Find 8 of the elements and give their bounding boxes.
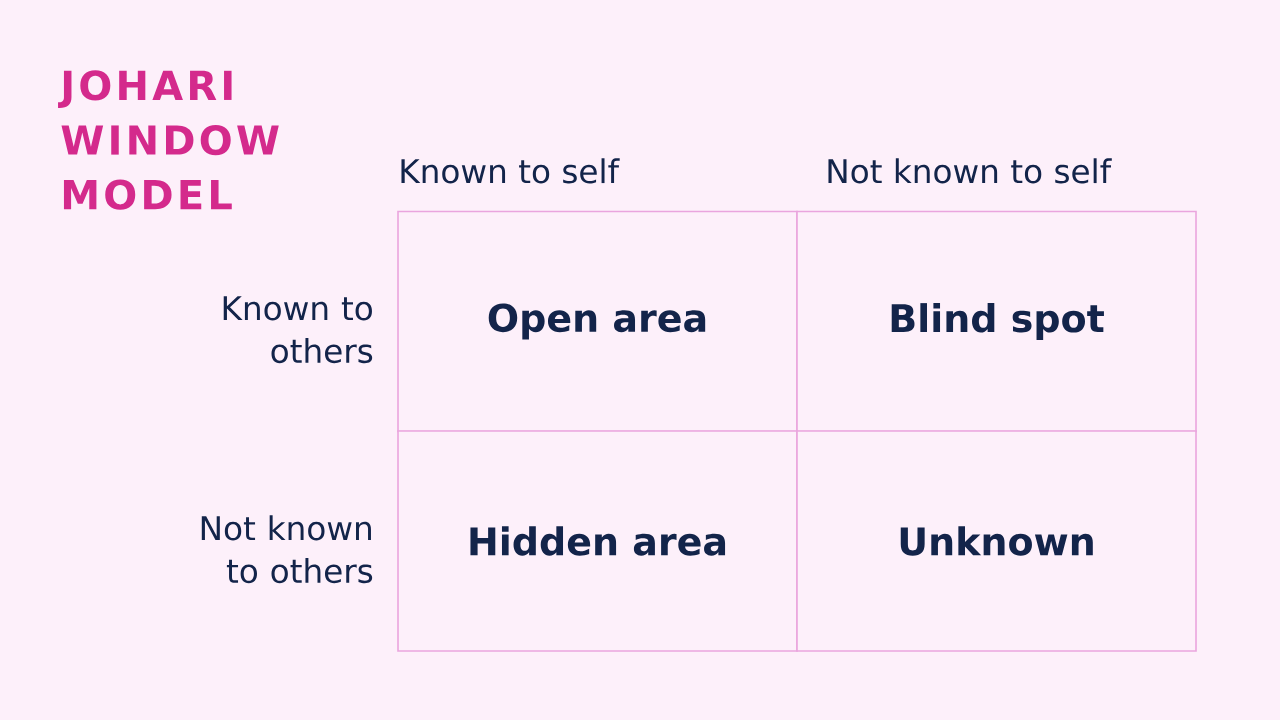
quadrant-box: Blind spot <box>796 210 1197 433</box>
title: JOHARI WINDOW MODEL <box>58 70 279 210</box>
row-heading: Known to others <box>223 296 373 364</box>
column-heading: Not known to self <box>828 158 1112 184</box>
quadrant-box: Open area <box>397 210 798 433</box>
quadrant-box: Unknown <box>796 430 1197 652</box>
row-heading: Not known to others <box>201 515 373 584</box>
quadrant-box: Hidden area <box>397 430 798 652</box>
